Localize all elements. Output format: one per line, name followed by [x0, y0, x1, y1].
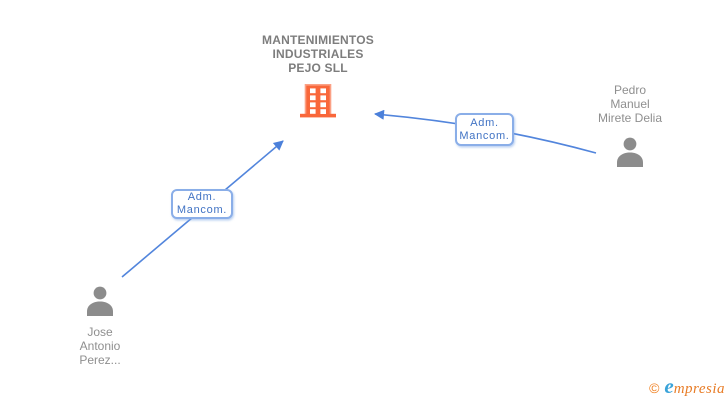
- company-name-line: MANTENIMIENTOS: [262, 33, 374, 47]
- person-name-line: Pedro: [613, 83, 647, 97]
- brand-text: mpresia: [673, 381, 725, 397]
- person-name-line: Antonio: [79, 339, 121, 353]
- brand-initial: e: [664, 374, 674, 398]
- relation-label-line: Mancom.: [176, 204, 228, 216]
- company-name-line: INDUSTRIALES: [272, 47, 364, 61]
- company-name: MANTENIMIENTOS INDUSTRIALES PEJO SLL: [248, 33, 388, 75]
- building-icon: [300, 84, 336, 118]
- company-node[interactable]: MANTENIMIENTOS INDUSTRIALES PEJO SLL: [248, 33, 388, 123]
- person-name-line: Perez...: [79, 353, 121, 367]
- relation-label-line: Adm.: [470, 116, 499, 129]
- person-name: Pedro Manuel Mirete Delia: [580, 83, 680, 125]
- copyright-icon: ©: [649, 380, 660, 396]
- person-node-jose[interactable]: Jose Antonio Perez...: [50, 286, 150, 367]
- person-icon: [617, 137, 643, 167]
- person-name-line: Manuel: [610, 97, 650, 111]
- relation-label-jose[interactable]: Adm. Mancom.: [171, 189, 233, 219]
- empresia-logo[interactable]: © e mpresia: [649, 374, 725, 399]
- relation-label-pedro[interactable]: Adm. Mancom.: [455, 113, 514, 146]
- relation-label-line: Adm.: [187, 191, 217, 203]
- person-node-pedro[interactable]: Pedro Manuel Mirete Delia: [580, 83, 680, 172]
- person-name-line: Mirete Delia: [597, 111, 663, 125]
- person-name-line: Jose: [87, 325, 113, 339]
- relation-label-line: Mancom.: [459, 129, 510, 142]
- person-name: Jose Antonio Perez...: [50, 325, 150, 367]
- company-name-line: PEJO SLL: [288, 61, 348, 75]
- person-icon: [87, 286, 113, 316]
